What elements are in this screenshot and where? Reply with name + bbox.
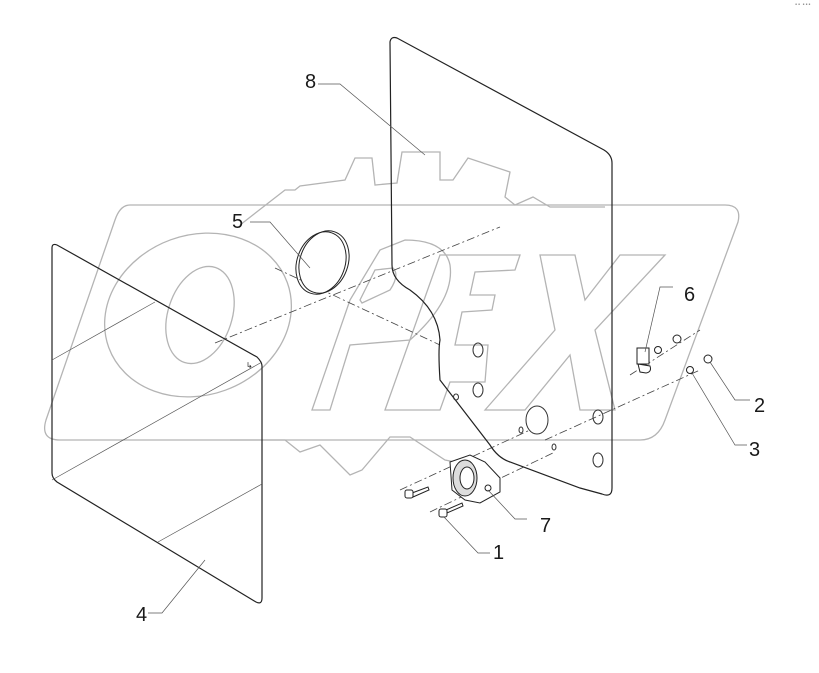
leader-lines [148, 83, 750, 614]
panel-8-holes [453, 342, 604, 468]
part-1-bolts [404, 486, 464, 518]
panel-4-left [51, 243, 263, 604]
corner-mark: •• ••• [794, 2, 811, 8]
callout-1: 1 [493, 542, 505, 564]
callout-8: 8 [305, 71, 317, 93]
callout-7: 7 [540, 515, 552, 537]
panel-4-reflections [51, 301, 263, 543]
callout-6: 6 [684, 284, 696, 306]
part-6-bracket [636, 334, 682, 374]
callout-5: 5 [232, 211, 244, 233]
callout-3: 3 [749, 439, 761, 461]
panel-4-clip-glyph: ↳ [246, 361, 253, 370]
panel-8-right [389, 36, 613, 496]
part-7-flange-bearing [449, 454, 501, 504]
parts-2-3-nut-washer [686, 354, 713, 374]
callout-2: 2 [754, 395, 766, 417]
part-5-cover-disc [295, 230, 350, 295]
callout-4: 4 [136, 604, 148, 626]
